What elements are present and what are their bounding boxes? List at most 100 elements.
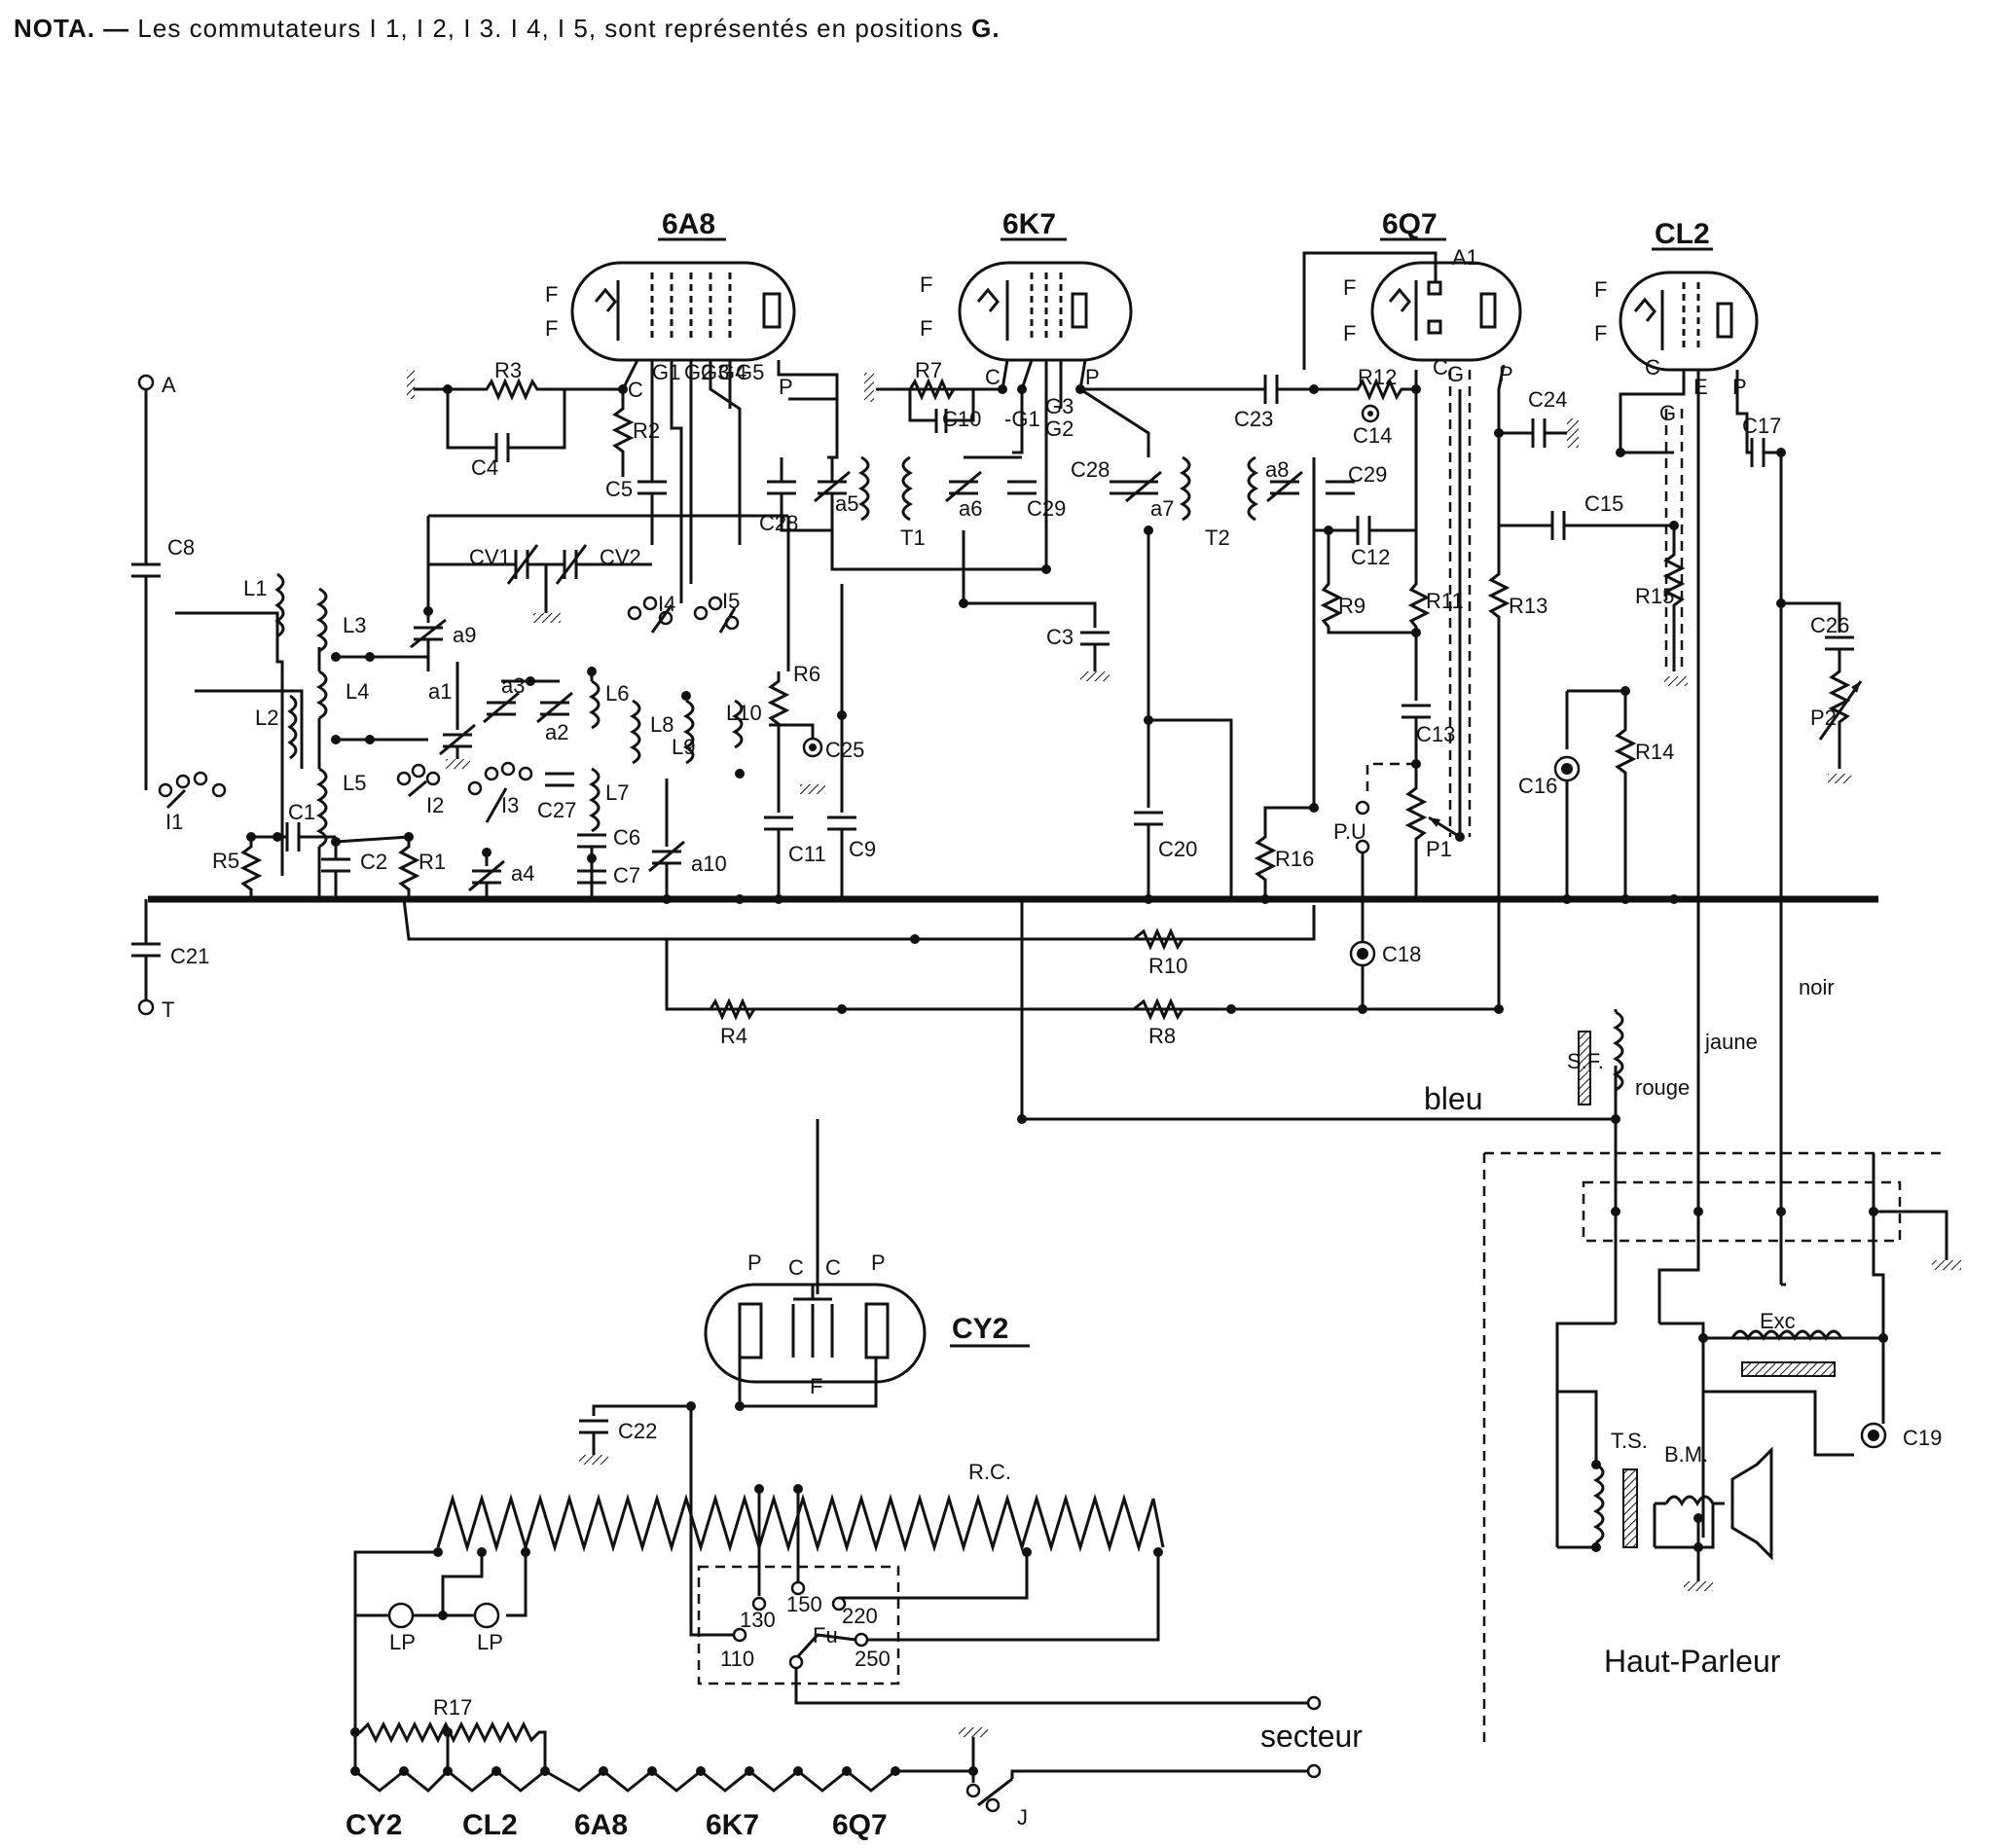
label-R15: R15: [1635, 584, 1674, 608]
label-C21: C21: [170, 944, 209, 968]
pin-C: C: [985, 365, 1001, 389]
rectifier-section: P C C P F CY2 C22 R.C. LP LP: [346, 1250, 1363, 1841]
pin-C: C: [1645, 355, 1660, 380]
label-C27: C27: [537, 798, 576, 822]
pin-G2: G2: [1045, 417, 1074, 441]
label-PU: P.U: [1333, 819, 1366, 844]
label-a2: a2: [545, 720, 568, 744]
label-L5: L5: [343, 771, 366, 795]
tube-CL2-label: CL2: [1655, 218, 1710, 250]
label-L10: L10: [726, 701, 762, 725]
hv-line-lower: [665, 899, 1501, 1011]
pin-C: C: [628, 378, 643, 402]
label-C23: C23: [1234, 407, 1273, 431]
label-C3: C3: [1046, 625, 1074, 649]
label-C11: C11: [788, 842, 826, 866]
speaker-title: Haut-Parleur: [1604, 1644, 1781, 1679]
label-I2: I2: [426, 793, 444, 817]
pin-G2: G2: [684, 360, 712, 384]
label-C24: C24: [1528, 387, 1567, 412]
label-a8: a8: [1265, 457, 1289, 482]
pin-G: G: [1447, 362, 1464, 386]
label-L8: L8: [650, 712, 673, 737]
pin-P: P: [871, 1250, 886, 1275]
label-T1: T1: [900, 525, 926, 550]
label-C18: C18: [1382, 942, 1421, 966]
pin-C: C: [1433, 355, 1448, 380]
pin-F: F: [920, 272, 932, 297]
label-R9: R9: [1338, 594, 1365, 618]
filament-6A8: 6A8: [574, 1809, 628, 1841]
pin-F: F: [810, 1374, 822, 1398]
tube-6Q7: 6Q7 F F A1 C G P: [1343, 208, 1522, 386]
frontend-network: R3 C4 R2 C5 CV1 CV2: [158, 358, 876, 904]
label-R12: R12: [1358, 365, 1397, 389]
label-C29-a: C29: [1027, 496, 1066, 521]
label-secteur: secteur: [1260, 1719, 1363, 1754]
label-C9: C9: [849, 837, 876, 861]
label-R13: R13: [1509, 594, 1547, 618]
pin-P: P: [1085, 365, 1100, 389]
label-a1: a1: [428, 679, 452, 704]
filament-CL2: CL2: [462, 1809, 518, 1841]
pin-F: F: [1594, 277, 1607, 302]
label-noir: noir: [1799, 975, 1835, 999]
label-C28-a: C28: [759, 511, 798, 535]
tap-130: 130: [740, 1608, 776, 1632]
pin-P: P: [1732, 375, 1747, 399]
filament-CY2: CY2: [346, 1809, 402, 1841]
pin-E: E: [1693, 375, 1708, 399]
detector-stage: a8 C29 C12 R9 R12 C14 R11 C13 P1: [667, 251, 1579, 1048]
speaker-section: S.F. rouge jaune noir bleu Exc C19: [1017, 975, 1961, 1742]
label-J: J: [1017, 1805, 1028, 1830]
antenna-A-label: A: [162, 373, 176, 397]
output-stage: C15 R15 C17 C26 P2 C16 R14: [1499, 370, 1863, 1285]
label-R4: R4: [720, 1024, 747, 1048]
label-RC: R.C.: [968, 1460, 1011, 1484]
label-R17: R17: [433, 1695, 472, 1720]
label-R2: R2: [633, 418, 660, 443]
label-R16: R16: [1275, 847, 1314, 871]
label-C6: C6: [613, 825, 640, 850]
note-line: NOTA. — Les commutateurs I 1, I 2, I 3. …: [14, 14, 1001, 44]
label-a3: a3: [501, 673, 525, 698]
label-L1: L1: [243, 576, 267, 600]
pin-F: F: [1343, 321, 1356, 345]
label-R7: R7: [915, 358, 942, 382]
pin-G: G: [1659, 401, 1676, 425]
label-C10: C10: [942, 407, 981, 431]
pin-G5: G5: [736, 360, 764, 384]
pin-P: P: [747, 1250, 762, 1275]
tap-250: 250: [855, 1647, 891, 1671]
label-L2: L2: [255, 706, 278, 730]
label-R3: R3: [494, 358, 522, 382]
label-I4: I4: [658, 592, 675, 616]
label-R10: R10: [1148, 954, 1187, 978]
label-R8: R8: [1148, 1024, 1176, 1048]
pin-F: F: [1594, 321, 1607, 345]
label-C2: C2: [360, 850, 387, 874]
label-C26: C26: [1810, 613, 1849, 637]
antenna-T-label: T: [162, 997, 174, 1022]
label-T2: T2: [1205, 525, 1230, 550]
if-stage: R7 C10 a5 C28 T1 a6 C29: [759, 358, 1358, 904]
label-C17: C17: [1742, 414, 1781, 438]
tube-6K7-label: 6K7: [1002, 208, 1056, 240]
label-a4: a4: [511, 861, 534, 886]
pin-F: F: [545, 316, 558, 341]
label-L7: L7: [605, 780, 629, 805]
pin-F: F: [545, 282, 558, 307]
label-L6: L6: [605, 681, 629, 706]
label-C28-b: C28: [1071, 457, 1110, 482]
label-CV2: CV2: [600, 545, 641, 569]
label-R14: R14: [1635, 740, 1674, 764]
label-LP-2: LP: [477, 1630, 503, 1654]
pin-C: C: [825, 1255, 841, 1280]
label-rouge: rouge: [1635, 1075, 1690, 1100]
pin-F: F: [1343, 275, 1356, 300]
pin-G3: G3: [701, 360, 729, 384]
label-C1: C1: [288, 800, 315, 824]
label-a9: a9: [453, 623, 476, 647]
pin-C: C: [788, 1255, 804, 1280]
hv-line-upper: [402, 898, 1316, 941]
